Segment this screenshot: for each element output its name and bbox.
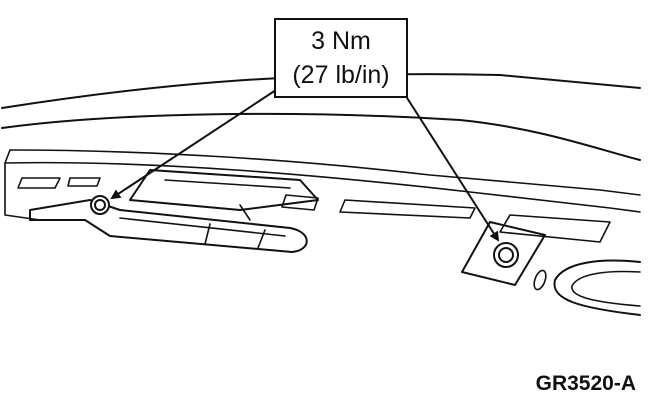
torque-nm-label: 3 Nm (311, 27, 371, 55)
torque-lbin-label: (27 lb/in) (292, 61, 390, 89)
vent-right-outer (553, 259, 641, 316)
center-panel-ridge (164, 179, 291, 189)
dash-inner-line-2 (4, 161, 641, 213)
panel-cutout-1 (281, 194, 319, 211)
oval-slot-right (533, 269, 547, 291)
fastener-left-head (94, 199, 106, 211)
dash-top-edge (1, 73, 641, 109)
mount-plate-right (461, 221, 546, 286)
center-panel-slot (239, 204, 251, 221)
fastener-left (90, 195, 110, 215)
fastener-right-head (498, 247, 514, 263)
panel-cutout-2 (339, 199, 476, 219)
vent-left-1 (17, 177, 61, 189)
dash-left-edge (4, 149, 41, 221)
vent-left-2 (67, 177, 101, 187)
panel-cutout-3 (499, 214, 611, 243)
dash-crest-line (1, 112, 641, 161)
trim-strip-inner (119, 217, 286, 237)
leader-arrow-left (110, 89, 277, 200)
torque-callout: 3 Nm (27 lb/in) (274, 18, 408, 98)
fastener-right (493, 242, 519, 268)
trim-strip-divider-2 (257, 229, 266, 249)
figure-id: GR3520-A (535, 372, 636, 395)
vent-right-inner (571, 270, 641, 307)
center-panel-top (129, 169, 319, 211)
trim-strip-left (29, 199, 308, 253)
leader-arrow-right (401, 89, 500, 242)
dash-inner-line-1 (9, 149, 641, 196)
trim-strip-divider-1 (204, 223, 211, 245)
